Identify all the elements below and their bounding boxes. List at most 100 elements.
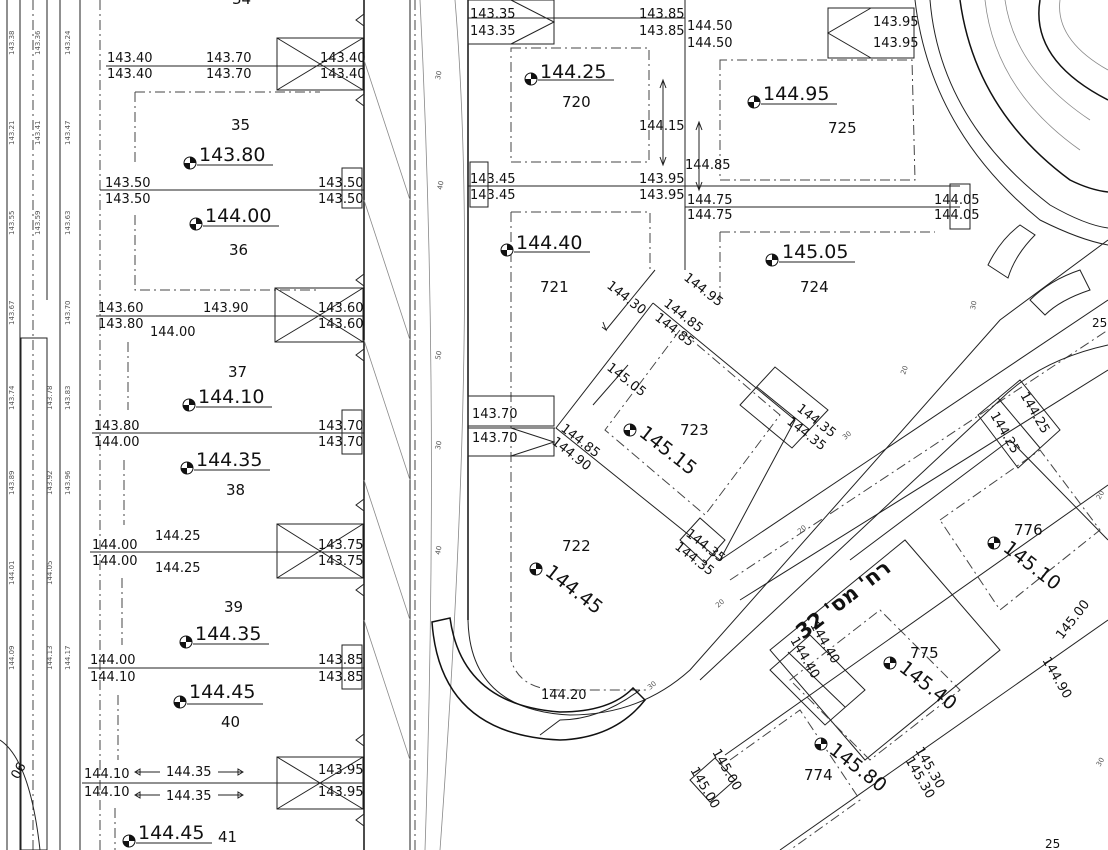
plot-level-775: 145.40 [895, 657, 961, 715]
level-marker: 144.45 [122, 822, 212, 848]
spot-height: 144.01 [8, 561, 16, 586]
contour-label: 30 [841, 430, 853, 442]
boundary-level: 143.35 [470, 7, 516, 22]
boundary-level: 143.45 [470, 188, 516, 203]
contour-label: 30 [969, 300, 978, 310]
lot-number: 40 [221, 713, 240, 731]
boundary-level: 143.35 [470, 24, 516, 39]
contour-label: 20 [714, 598, 726, 610]
lot-number: 723 [680, 421, 709, 439]
boundary-level: 144.00 [94, 435, 140, 450]
boundary-level: 143.60 [98, 301, 144, 316]
boundary-levels-left: 143.40 143.70 143.40 143.70 143.40 143.4… [84, 51, 366, 804]
plot-level-722: 144.45 [541, 561, 607, 619]
lot-number: 774 [804, 766, 833, 784]
edge-label: 25 [1045, 837, 1060, 850]
lot-numbers: 34 35 36 37 38 39 40 41 720 721 722 723 … [218, 0, 1043, 846]
boundary-level: 143.50 [105, 176, 151, 191]
level-marker: 143.80 [183, 144, 273, 170]
boundary-level: 143.80 [98, 317, 144, 332]
boundary-levels-right: 144.25 144.25 144.40 144.40 145.00 144.9… [687, 390, 1094, 812]
spot-height: 143.63 [64, 211, 72, 236]
contour-label: 40 [434, 545, 443, 555]
boundary-level: 143.95 [639, 172, 685, 187]
plot-level-721: 144.40 [516, 232, 582, 254]
contour-label: 20 [796, 524, 808, 536]
spot-height: 143.92 [46, 471, 54, 496]
boundary-level: 143.95 [639, 188, 685, 203]
level-marker: 144.40 [500, 232, 590, 257]
boundary-level: 143.85 [318, 670, 364, 685]
boundary-level: 143.40 [107, 67, 153, 82]
contour-labels: 30 40 50 30 40 30 20 30 20 20 30 30 20 [434, 70, 1106, 768]
level-marker: 144.35 [180, 449, 270, 475]
plot-level-40: 144.45 [189, 681, 255, 703]
level-marker: 144.95 [747, 83, 837, 109]
lot-number: 722 [562, 537, 591, 555]
level-marker: 144.45 [173, 681, 263, 709]
spot-height: 144.17 [64, 646, 72, 671]
spot-height: 143.78 [46, 386, 54, 411]
boundary-level: 143.75 [318, 538, 364, 553]
boundary-level: 143.95 [318, 763, 364, 778]
boundary-level: 144.05 [934, 193, 980, 208]
spot-height: 143.70 [64, 301, 72, 326]
lot-number: 775 [910, 644, 939, 662]
boundary-level: 144.10 [90, 670, 136, 685]
boundary-level: 143.50 [318, 192, 364, 207]
boundary-level: 144.35 [166, 765, 212, 780]
boundary-level: 143.95 [873, 15, 919, 30]
middle-lots [431, 0, 1108, 741]
level-marker: 144.10 [182, 386, 272, 412]
boundary-level: 143.40 [320, 67, 366, 82]
spot-height: 143.24 [64, 30, 72, 55]
boundary-level: 143.50 [318, 176, 364, 191]
boundary-level: 144.50 [687, 36, 733, 51]
contour-label: 40 [436, 180, 445, 190]
lot-number: 776 [1014, 521, 1043, 539]
spot-height: 144.13 [46, 646, 54, 671]
tiny-spot-heights: 143.38 143.36 143.24 143.21 143.41 143.4… [8, 30, 72, 670]
edge-label-left-curve: 06 [8, 760, 29, 782]
boundary-level: 143.70 [206, 51, 252, 66]
street-label: רח' מס' 32 [791, 555, 895, 644]
boundary-level: 143.70 [318, 435, 364, 450]
level-marker: 144.35 [179, 623, 269, 649]
boundary-level: 144.20 [541, 688, 587, 703]
boundary-level: 144.25 [155, 561, 201, 576]
plot-level-38: 144.35 [196, 449, 262, 471]
boundary-level: 143.50 [105, 192, 151, 207]
right-side [689, 0, 1108, 850]
boundary-level: 143.85 [318, 653, 364, 668]
lot-number: 39 [224, 598, 243, 616]
boundary-level: 143.70 [206, 67, 252, 82]
boundary-level: 144.30 [604, 278, 649, 318]
spot-height: 143.47 [64, 121, 72, 146]
boundary-level: 143.40 [107, 51, 153, 66]
boundary-levels-middle: 143.35 143.35 143.85 143.85 144.50 144.5… [470, 7, 980, 703]
boundary-level: 143.95 [873, 36, 919, 51]
lot-number: 720 [562, 93, 591, 111]
boundary-level: 144.00 [150, 325, 196, 340]
plot-level-37: 144.10 [198, 386, 264, 408]
boundary-level: 144.95 [681, 270, 726, 310]
boundary-level: 143.70 [472, 431, 518, 446]
spot-height: 143.21 [8, 121, 16, 146]
boundary-level: 144.10 [84, 767, 130, 782]
boundary-level: 144.00 [92, 538, 138, 553]
boundary-level: 144.00 [90, 653, 136, 668]
contour-label: 20 [899, 365, 910, 376]
boundary-level: 144.15 [639, 119, 685, 134]
spot-height: 143.83 [64, 386, 72, 411]
boundary-level: 143.70 [472, 407, 518, 422]
spot-height: 144.09 [8, 646, 16, 671]
level-marker: 144.00 [189, 205, 279, 231]
boundary-level: 144.75 [687, 193, 733, 208]
boundary-level: 144.75 [687, 208, 733, 223]
edge-label: 25 [1092, 316, 1107, 330]
boundary-level: 144.10 [84, 785, 130, 800]
contour-label: 30 [1095, 756, 1106, 768]
boundary-level: 144.85 [685, 158, 731, 173]
lot-number: 36 [229, 241, 248, 259]
